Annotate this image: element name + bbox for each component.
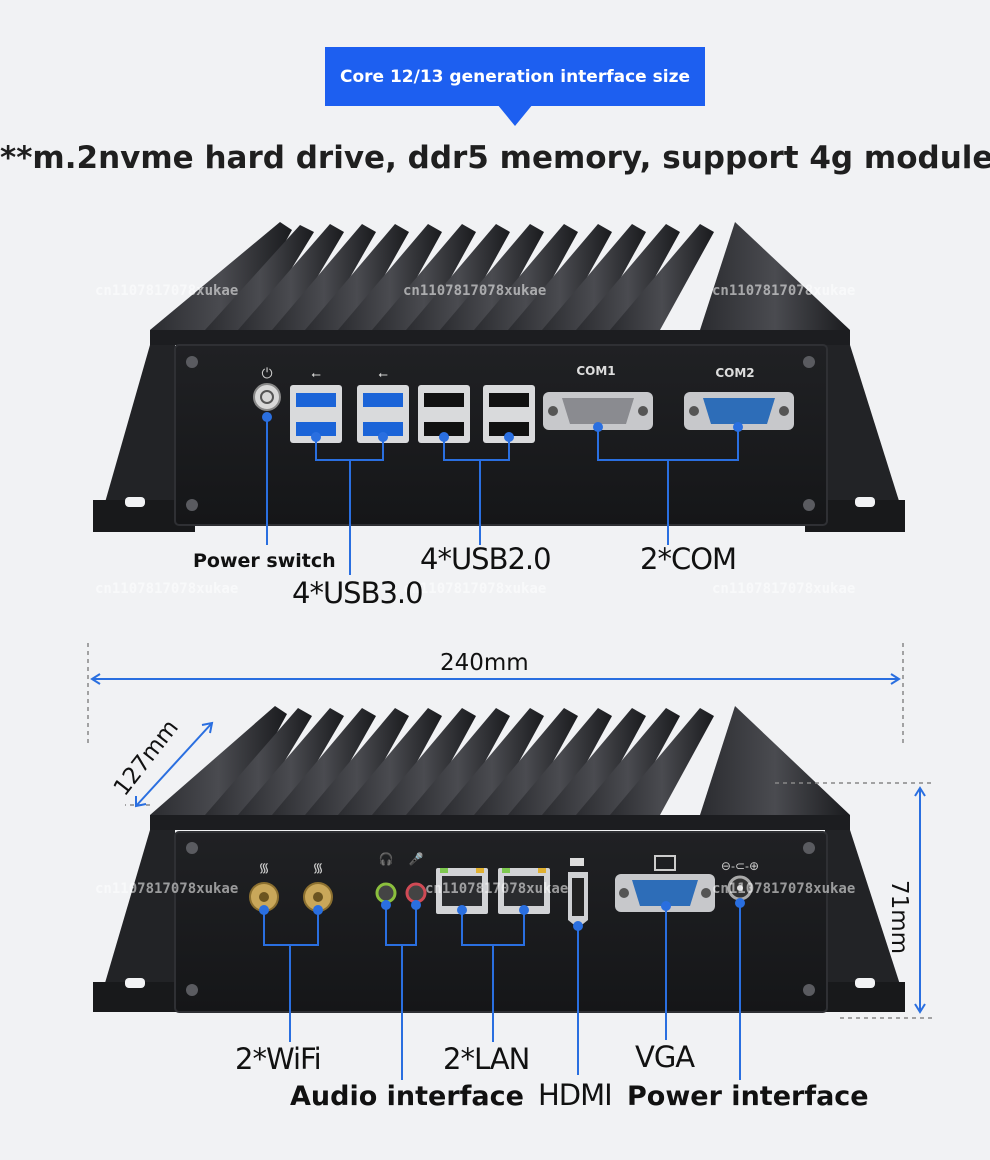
com1-port <box>543 392 653 430</box>
com1-marking: COM1 <box>576 364 615 378</box>
top-callout-lines <box>262 412 743 575</box>
label-power-switch: Power switch <box>193 550 336 572</box>
dc-power-jack: ⊖-⊂-⊕ <box>721 859 759 901</box>
label-hdmi: HDMI <box>538 1078 613 1112</box>
headline: **m.2nvme hard drive, ddr5 memory, suppo… <box>0 140 990 176</box>
watermark-3: cn1107817078xukae <box>712 283 855 299</box>
banner-text: Core 12/13 generation interface size <box>339 66 690 87</box>
bottom-callout-lines <box>259 898 745 1080</box>
bottom-heatsink-fins <box>150 706 850 815</box>
usb3-ports: ⭠ ⭠ <box>290 367 409 443</box>
lan-ports <box>436 868 550 914</box>
svg-text:🎧: 🎧 <box>379 852 394 866</box>
svg-text:⭠: ⭠ <box>378 367 388 381</box>
watermark-9: cn1107817078xukae <box>712 881 855 897</box>
label-power-interface: Power interface <box>627 1081 869 1112</box>
watermark-8: cn1107817078xukae <box>425 881 568 897</box>
label-usb3: 4*USB3.0 <box>292 576 424 610</box>
svg-text:⊖-⊂-⊕: ⊖-⊂-⊕ <box>721 859 759 873</box>
label-com: 2*COM <box>640 542 737 576</box>
dimension-height: 71mm <box>886 880 912 955</box>
watermark-2: cn1107817078xukae <box>403 283 546 299</box>
watermark-5: cn1107817078xukae <box>403 581 546 597</box>
dimension-width: 240mm <box>440 650 529 676</box>
bottom-device: ᯾ ᯾ 🎧 🎤 <box>87 643 935 1080</box>
dimension-arrows <box>90 673 926 1014</box>
watermark-1: cn1107817078xukae <box>95 283 238 299</box>
svg-text:᯾: ᯾ <box>258 860 269 875</box>
label-vga: VGA <box>635 1040 695 1074</box>
label-usb2: 4*USB2.0 <box>420 542 552 576</box>
watermark-6: cn1107817078xukae <box>712 581 855 597</box>
banner-pointer <box>497 104 533 126</box>
title-banner: Core 12/13 generation interface size <box>325 47 705 106</box>
wifi-connectors: ᯾ ᯾ <box>249 860 333 912</box>
label-wifi: 2*WiFi <box>235 1042 322 1076</box>
power-button: ⏻ <box>253 366 281 411</box>
dimension-lines <box>87 643 935 1019</box>
svg-text:🎤: 🎤 <box>409 851 424 866</box>
vga-port <box>615 855 715 912</box>
com2-marking: COM2 <box>715 366 754 380</box>
watermarks: cn1107817078xukae cn1107817078xukae cn11… <box>95 283 855 897</box>
label-audio: Audio interface <box>290 1081 524 1112</box>
top-heatsink-fins <box>150 222 850 330</box>
hdmi-port <box>568 858 588 928</box>
watermark-4: cn1107817078xukae <box>95 581 238 597</box>
top-device: ⏻ ⭠ ⭠ COM1 <box>93 222 905 575</box>
watermark-7: cn1107817078xukae <box>95 881 238 897</box>
label-lan: 2*LAN <box>443 1042 530 1076</box>
svg-text:⭠: ⭠ <box>311 367 321 381</box>
com2-port <box>684 392 794 430</box>
usb2-ports <box>418 385 535 443</box>
svg-text:᯾: ᯾ <box>312 860 323 875</box>
svg-text:⏻: ⏻ <box>261 366 272 382</box>
